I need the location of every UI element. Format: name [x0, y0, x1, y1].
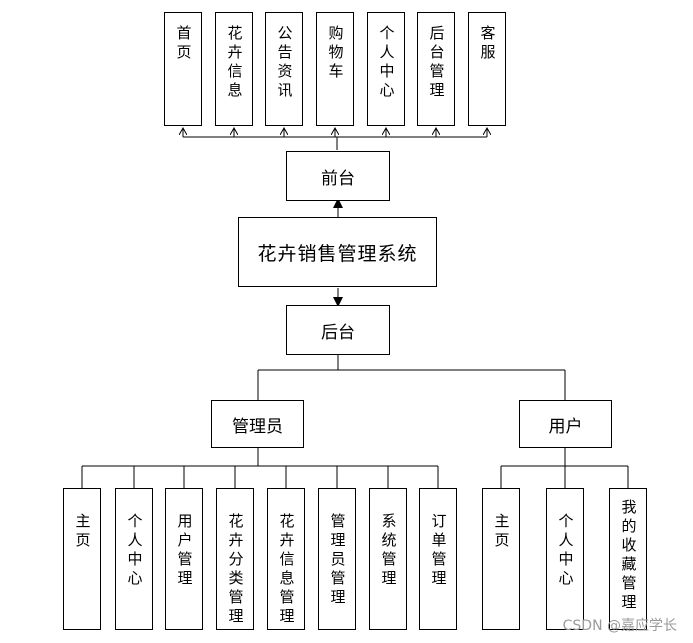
system-root-node: 花卉销售管理系统 [238, 217, 437, 287]
frontend-module-label: 购物车 [326, 25, 345, 82]
admin-module-profile: 个人中心 [115, 488, 153, 630]
backend-label: 后台 [321, 322, 355, 343]
frontend-module-backend-admin: 后台管理 [417, 12, 455, 126]
frontend-label: 前台 [321, 168, 355, 189]
admin-role-label: 管理员 [232, 416, 283, 437]
frontend-module-profile: 个人中心 [367, 12, 405, 126]
admin-module-label: 用户管理 [175, 513, 194, 589]
frontend-module-label: 花卉信息 [225, 25, 244, 101]
watermark-text: CSDN @嘉应学长 [562, 618, 677, 634]
admin-module-label: 系统管理 [379, 513, 398, 589]
admin-module-flower-info-management: 花卉信息管理 [267, 488, 305, 630]
admin-role-node: 管理员 [211, 400, 304, 448]
frontend-module-cart: 购物车 [316, 12, 354, 126]
admin-module-order-management: 订单管理 [419, 488, 457, 630]
admin-module-label: 花卉分类管理 [226, 513, 245, 627]
frontend-module-customer-service: 客服 [468, 12, 506, 126]
frontend-module-home: 首页 [164, 12, 202, 126]
system-title: 花卉销售管理系统 [257, 242, 418, 265]
user-module-label: 主页 [492, 513, 511, 551]
frontend-module-news: 公告资讯 [265, 12, 303, 126]
user-module-favorites-management: 我的收藏管理 [609, 488, 647, 630]
user-role-node: 用户 [519, 400, 612, 448]
admin-module-category-management: 花卉分类管理 [216, 488, 254, 630]
admin-module-label: 管理员管理 [328, 513, 347, 608]
admin-module-label: 订单管理 [429, 513, 448, 589]
frontend-node: 前台 [286, 151, 390, 201]
admin-module-label: 个人中心 [125, 513, 144, 589]
frontend-module-label: 公告资讯 [275, 25, 294, 101]
admin-module-system-management: 系统管理 [369, 488, 407, 630]
admin-module-home: 主页 [63, 488, 101, 630]
backend-node: 后台 [286, 305, 390, 355]
user-module-label: 我的收藏管理 [619, 499, 638, 613]
user-module-profile: 个人中心 [546, 488, 584, 630]
user-module-home: 主页 [482, 488, 520, 630]
admin-module-user-management: 用户管理 [165, 488, 203, 630]
frontend-module-flower-info: 花卉信息 [215, 12, 253, 126]
admin-module-admin-management: 管理员管理 [318, 488, 356, 630]
user-role-label: 用户 [548, 416, 583, 437]
admin-module-label: 主页 [73, 513, 92, 551]
admin-module-label: 花卉信息管理 [277, 513, 296, 627]
frontend-module-label: 首页 [174, 25, 193, 63]
frontend-module-label: 后台管理 [427, 25, 446, 101]
frontend-module-label: 客服 [478, 25, 497, 63]
frontend-module-label: 个人中心 [377, 25, 396, 101]
user-module-label: 个人中心 [556, 513, 575, 589]
